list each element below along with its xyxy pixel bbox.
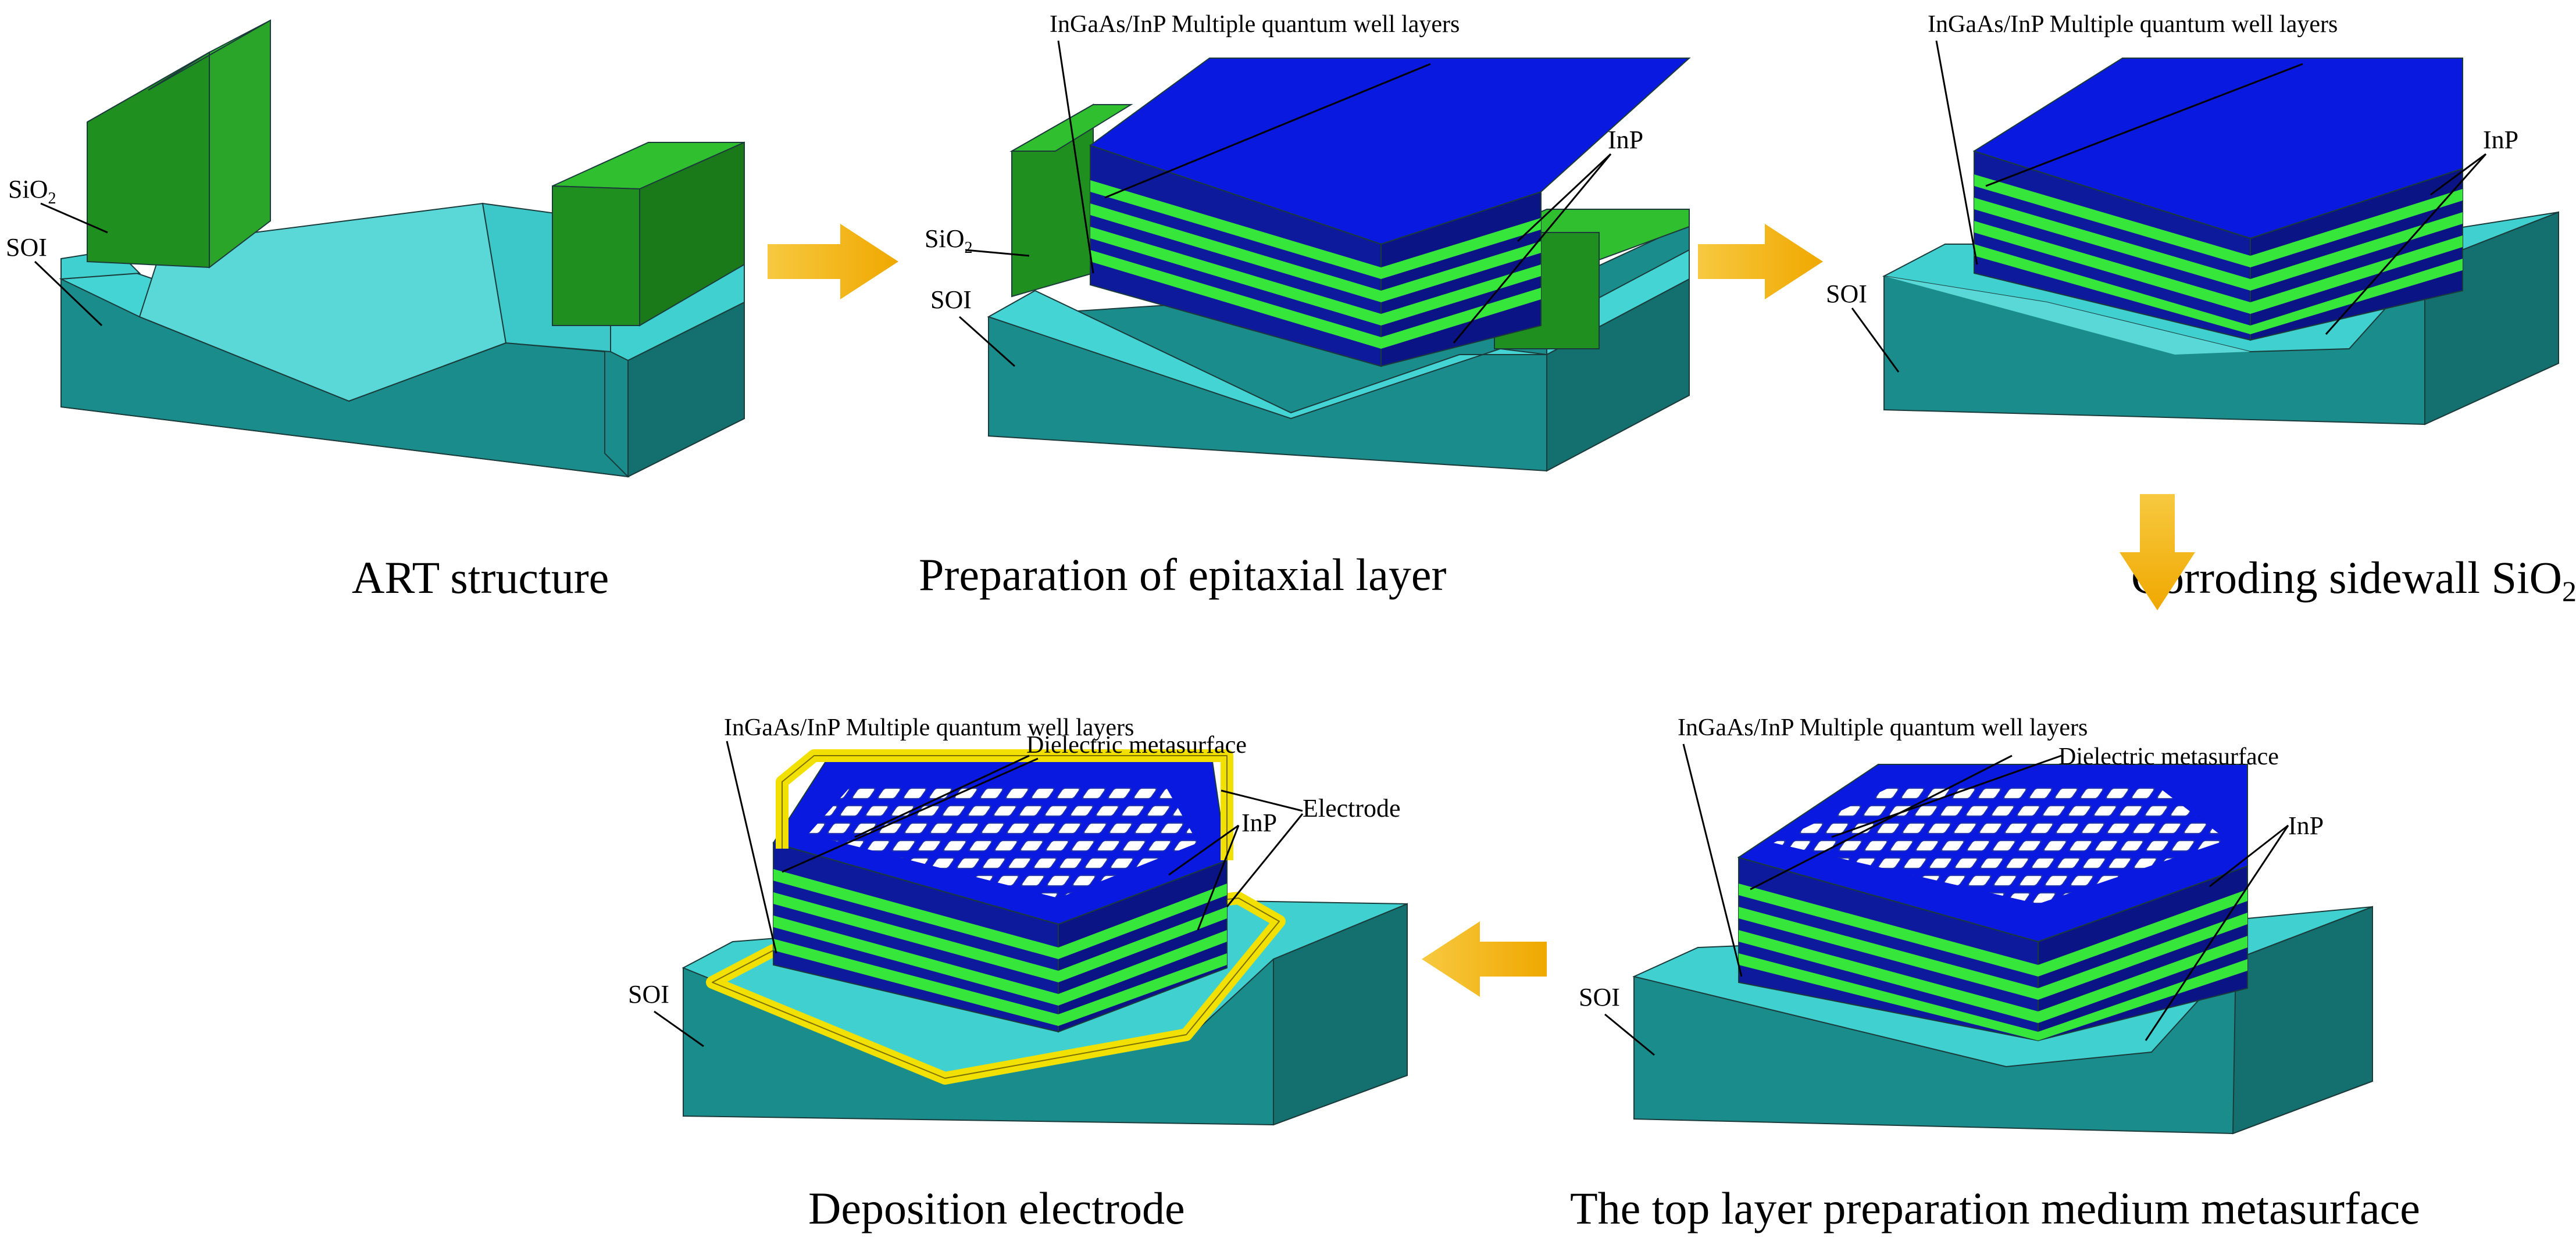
label-inp-step2: InP (1608, 126, 1643, 154)
leader-metasurface-step5 (854, 754, 1030, 838)
leader-mqw2-step4 (1750, 754, 2013, 891)
leader-sio2-step2 (965, 249, 1030, 257)
step-epitaxial-layer: InGaAs/InP Multiple quantum well layers … (919, 11, 1691, 600)
label-mqw-step4: InGaAs/InP Multiple quantum well layers (1678, 714, 2088, 741)
leader-metasurface-step4 (1831, 754, 2062, 838)
sio2-block-left (87, 19, 271, 269)
label-mqw-step3: InGaAs/InP Multiple quantum well layers (1928, 11, 2338, 38)
leader-soi-step2 (958, 316, 1016, 367)
leader-mqw2-step3 (1985, 63, 2303, 187)
label-inp-step5: InP (1241, 809, 1277, 837)
caption-art-structure: ART structure (352, 552, 609, 603)
sio2-block-right (552, 141, 745, 327)
leader-mqw-step4 (1682, 743, 1743, 977)
green-bands-left (1739, 884, 2038, 1040)
leader-sio2-step1 (40, 202, 108, 234)
arrow-left (1422, 921, 1547, 997)
soi-substrate (59, 191, 745, 478)
caption-medium-metasurface: The top layer preparation medium metasur… (1570, 1183, 2420, 1233)
leader-inp-b-step3 (2325, 153, 2487, 335)
label-electrode-step5: Electrode (1303, 794, 1401, 823)
leader-inp-a-step5 (1168, 824, 1239, 876)
leader-inp-a-step3 (2430, 153, 2486, 196)
leader-electrode-a-step5 (1221, 789, 1303, 812)
label-soi-step1: SOI (6, 233, 47, 262)
label-soi-step3: SOI (1826, 280, 1867, 308)
top-electrode (776, 749, 1233, 860)
leader-mqw-step5 (726, 741, 777, 954)
label-sio2-step2: SiO2 (925, 224, 972, 257)
leader-inp-a-step2 (1517, 153, 1612, 242)
green-bands-left (1090, 180, 1381, 349)
green-bands-left (1974, 174, 2250, 334)
step-corroding-sio2: InGaAs/InP Multiple quantum well layers … (1826, 11, 2576, 607)
leader-mqw-step3 (1935, 40, 1978, 265)
label-inp-step3: InP (2483, 126, 2518, 154)
label-mqw-step5: InGaAs/InP Multiple quantum well layers (724, 714, 1134, 741)
caption-deposition-electrode: Deposition electrode (808, 1183, 1185, 1233)
green-bands-right (1381, 218, 1541, 349)
leader-inp-b-step5 (1197, 825, 1240, 931)
step-deposition-electrode: InGaAs/InP Multiple quantum well layers … (628, 714, 1408, 1233)
leader-mqw2-step5 (782, 757, 1039, 873)
metasurface-hole-array (808, 782, 1198, 898)
label-soi-step2: SOI (930, 285, 972, 314)
step-art-structure: SiO2 SOI ART structure (6, 19, 745, 603)
label-metasurface-step5: Dielectric metasurface (1026, 732, 1247, 759)
leader-inp-b-step4 (2145, 825, 2289, 1041)
label-inp-step4: InP (2288, 811, 2324, 840)
leader-inp-b-step2 (1453, 153, 1612, 344)
arrow-down (2120, 494, 2195, 610)
leader-soi-step5 (654, 1010, 704, 1047)
green-bands-right (2038, 889, 2247, 1040)
step-medium-metasurface: InGaAs/InP Multiple quantum well layers … (1570, 714, 2420, 1233)
mqw-stack (772, 761, 1228, 1033)
label-soi-step5: SOI (628, 980, 669, 1009)
green-bands-right (1058, 884, 1227, 1026)
metasurface-hole-array (1774, 782, 2227, 904)
green-bands-left (773, 869, 1058, 1026)
label-mqw-step2: InGaAs/InP Multiple quantum well layers (1050, 11, 1460, 38)
caption-epitaxial-layer: Preparation of epitaxial layer (919, 549, 1446, 600)
leader-mqw2-step2 (1104, 63, 1431, 199)
leader-inp-a-step4 (2209, 824, 2289, 888)
mqw-stack (1089, 58, 1691, 367)
leader-soi-step4 (1604, 1013, 1655, 1056)
mqw-stack (1972, 58, 2463, 341)
leader-mqw-step2 (1057, 40, 1094, 274)
arrow-right-2 (1698, 224, 1823, 299)
mqw-stack (1737, 764, 2248, 1042)
leader-electrode-b-step5 (1226, 813, 1304, 907)
leader-soi-step3 (1851, 307, 1900, 373)
label-sio2-step1: SiO2 (8, 175, 56, 208)
arrow-right-1 (768, 224, 898, 299)
label-metasurface-step4: Dielectric metasurface (2058, 743, 2279, 770)
leader-soi-step1 (34, 260, 103, 327)
label-soi-step4: SOI (1579, 983, 1620, 1011)
green-bands-right (2250, 189, 2463, 334)
caption-corroding-sio2: Corroding sidewall SiO2 (2131, 552, 2576, 607)
